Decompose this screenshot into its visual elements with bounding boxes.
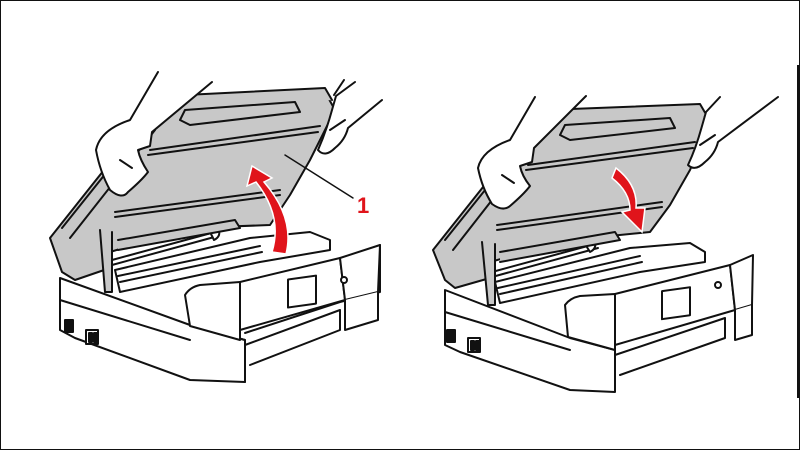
arrow-up-icon	[245, 164, 289, 255]
printer-close-illustration	[432, 95, 779, 393]
arrow-down-icon	[611, 166, 646, 234]
right-edge-line	[797, 65, 799, 398]
panel-open-cover: 1	[49, 71, 383, 383]
printer-open-illustration	[49, 71, 383, 383]
callout-label: 1	[357, 193, 370, 218]
panel-close-cover	[400, 0, 800, 450]
